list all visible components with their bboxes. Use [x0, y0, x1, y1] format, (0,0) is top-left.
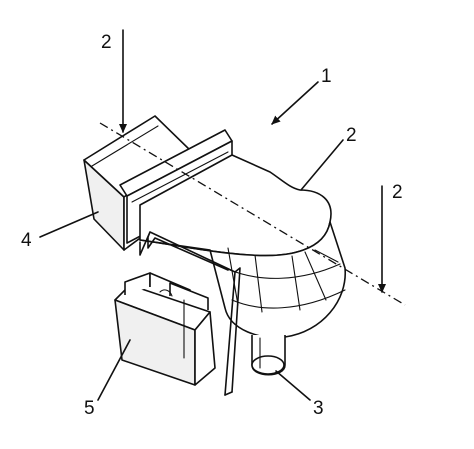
leader-part4	[39, 211, 99, 238]
leader-part5	[97, 339, 131, 401]
main-body	[139, 154, 346, 339]
label-part4: 4	[21, 230, 32, 251]
label-part5: 5	[84, 398, 95, 419]
clip-frame	[139, 231, 241, 396]
label-part2-top: 2	[101, 32, 112, 53]
label-part3: 3	[313, 398, 324, 419]
leader-part2	[300, 139, 344, 191]
label-part2-body: 2	[346, 125, 357, 146]
leader-part1	[271, 81, 319, 125]
leader-part3	[275, 370, 311, 401]
latch-block	[114, 272, 216, 386]
label-part2-right: 2	[392, 182, 403, 203]
section-centerline	[99, 122, 406, 306]
bottom-peg	[251, 335, 286, 376]
label-part1: 1	[321, 66, 332, 87]
